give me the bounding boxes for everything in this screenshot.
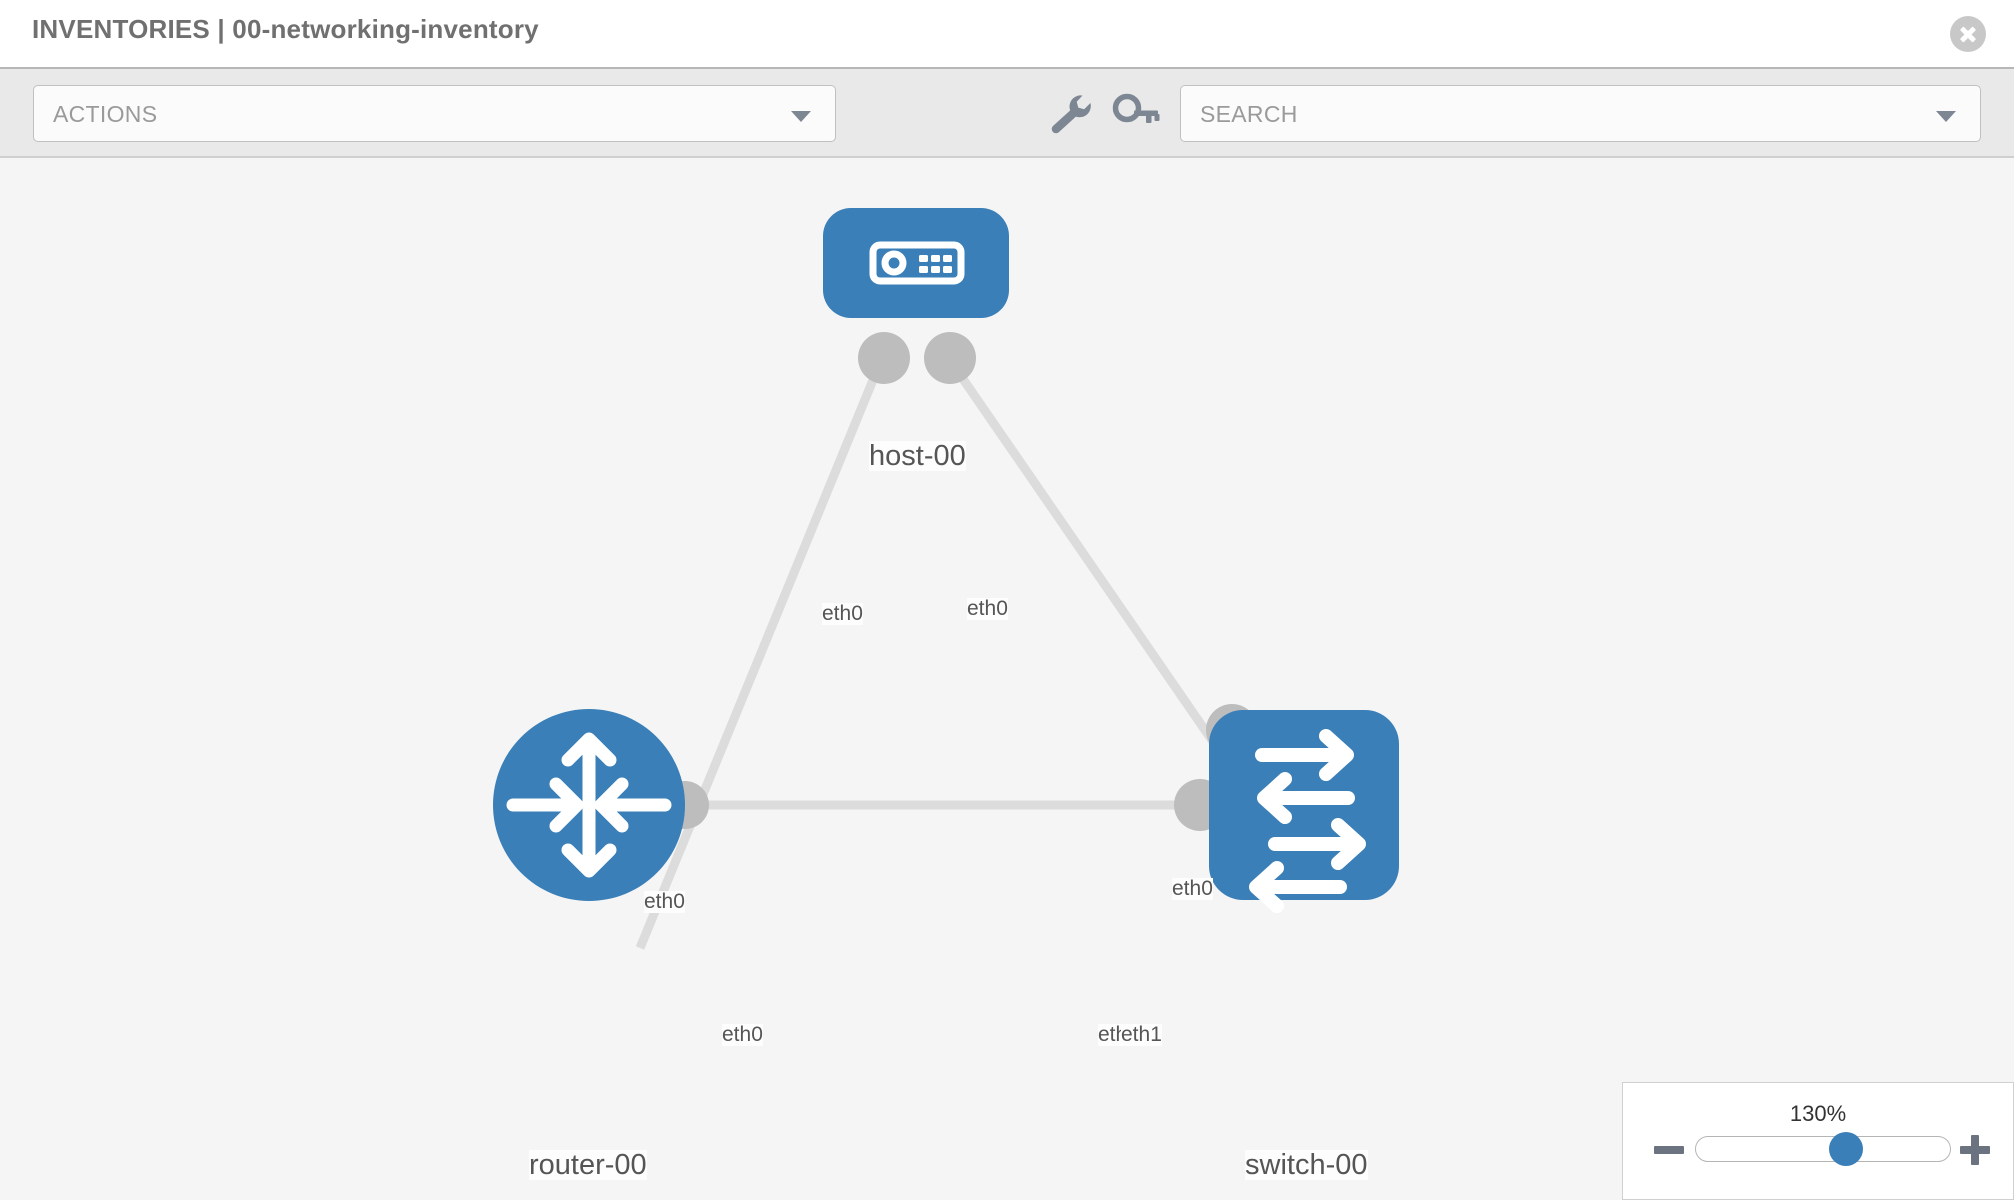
iface-label-host-to-router: eth0 xyxy=(822,602,863,626)
iface-label-router-to-host: eth0 xyxy=(644,890,685,914)
zoom-control-panel: 130% xyxy=(1622,1082,2014,1200)
chevron-down-icon xyxy=(1936,111,1956,122)
topology-graph xyxy=(493,208,1399,950)
node-switch-00 xyxy=(1209,710,1399,913)
node-label-router-00: router-00 xyxy=(529,1149,647,1181)
router-arrows-icon xyxy=(506,732,672,878)
zoom-slider-thumb[interactable] xyxy=(1828,1132,1863,1166)
node-label-host-00: host-00 xyxy=(869,440,966,472)
actions-dropdown[interactable]: ACTIONS xyxy=(33,85,836,142)
server-icon-power xyxy=(881,250,907,276)
iface-label-host-to-switch: eth0 xyxy=(967,597,1008,621)
iface-label-router-to-switch: eth0 xyxy=(722,1023,763,1047)
node-router-00 xyxy=(493,709,685,901)
server-icon-leds xyxy=(919,255,952,273)
zoom-slider[interactable] xyxy=(1695,1132,1951,1166)
actions-dropdown-label: ACTIONS xyxy=(53,101,158,127)
plus-icon[interactable] xyxy=(1960,1135,1990,1165)
wrench-icon[interactable] xyxy=(1041,87,1095,141)
interface-nub-layer xyxy=(661,332,1258,831)
page-header: INVENTORIES | 00-networking-inventory xyxy=(0,0,2014,69)
server-icon xyxy=(869,241,965,285)
node-host-00 xyxy=(823,208,1009,318)
page-title: INVENTORIES | 00-networking-inventory xyxy=(32,14,539,44)
search-placeholder: SEARCH xyxy=(1200,101,1298,127)
link-host-switch xyxy=(948,360,1242,781)
link-host-router xyxy=(635,361,885,950)
chevron-down-icon xyxy=(791,111,811,122)
node-host-00-body xyxy=(823,208,1009,318)
search-input[interactable]: SEARCH xyxy=(1180,85,1981,142)
toolbar: ACTIONS SEARCH xyxy=(0,69,2014,158)
topology-canvas[interactable]: eth0 eth0 host-00 eth0 eth0 eth0 eth0 et… xyxy=(0,158,2014,1200)
close-icon[interactable] xyxy=(1950,16,1986,52)
switch-arrows-icon xyxy=(1249,729,1366,913)
minus-icon[interactable] xyxy=(1654,1135,1684,1165)
nub-host-right xyxy=(924,332,976,384)
link-layer xyxy=(635,360,1242,950)
node-label-switch-00: switch-00 xyxy=(1245,1149,1368,1181)
zoom-level-value: 130% xyxy=(1789,1101,1847,1126)
iface-label-switch-to-router: eth1 xyxy=(1121,1023,1162,1047)
nub-host-left xyxy=(858,332,910,384)
iface-label-switch-to-host: eth0 xyxy=(1172,877,1213,901)
key-icon[interactable] xyxy=(1108,87,1162,141)
